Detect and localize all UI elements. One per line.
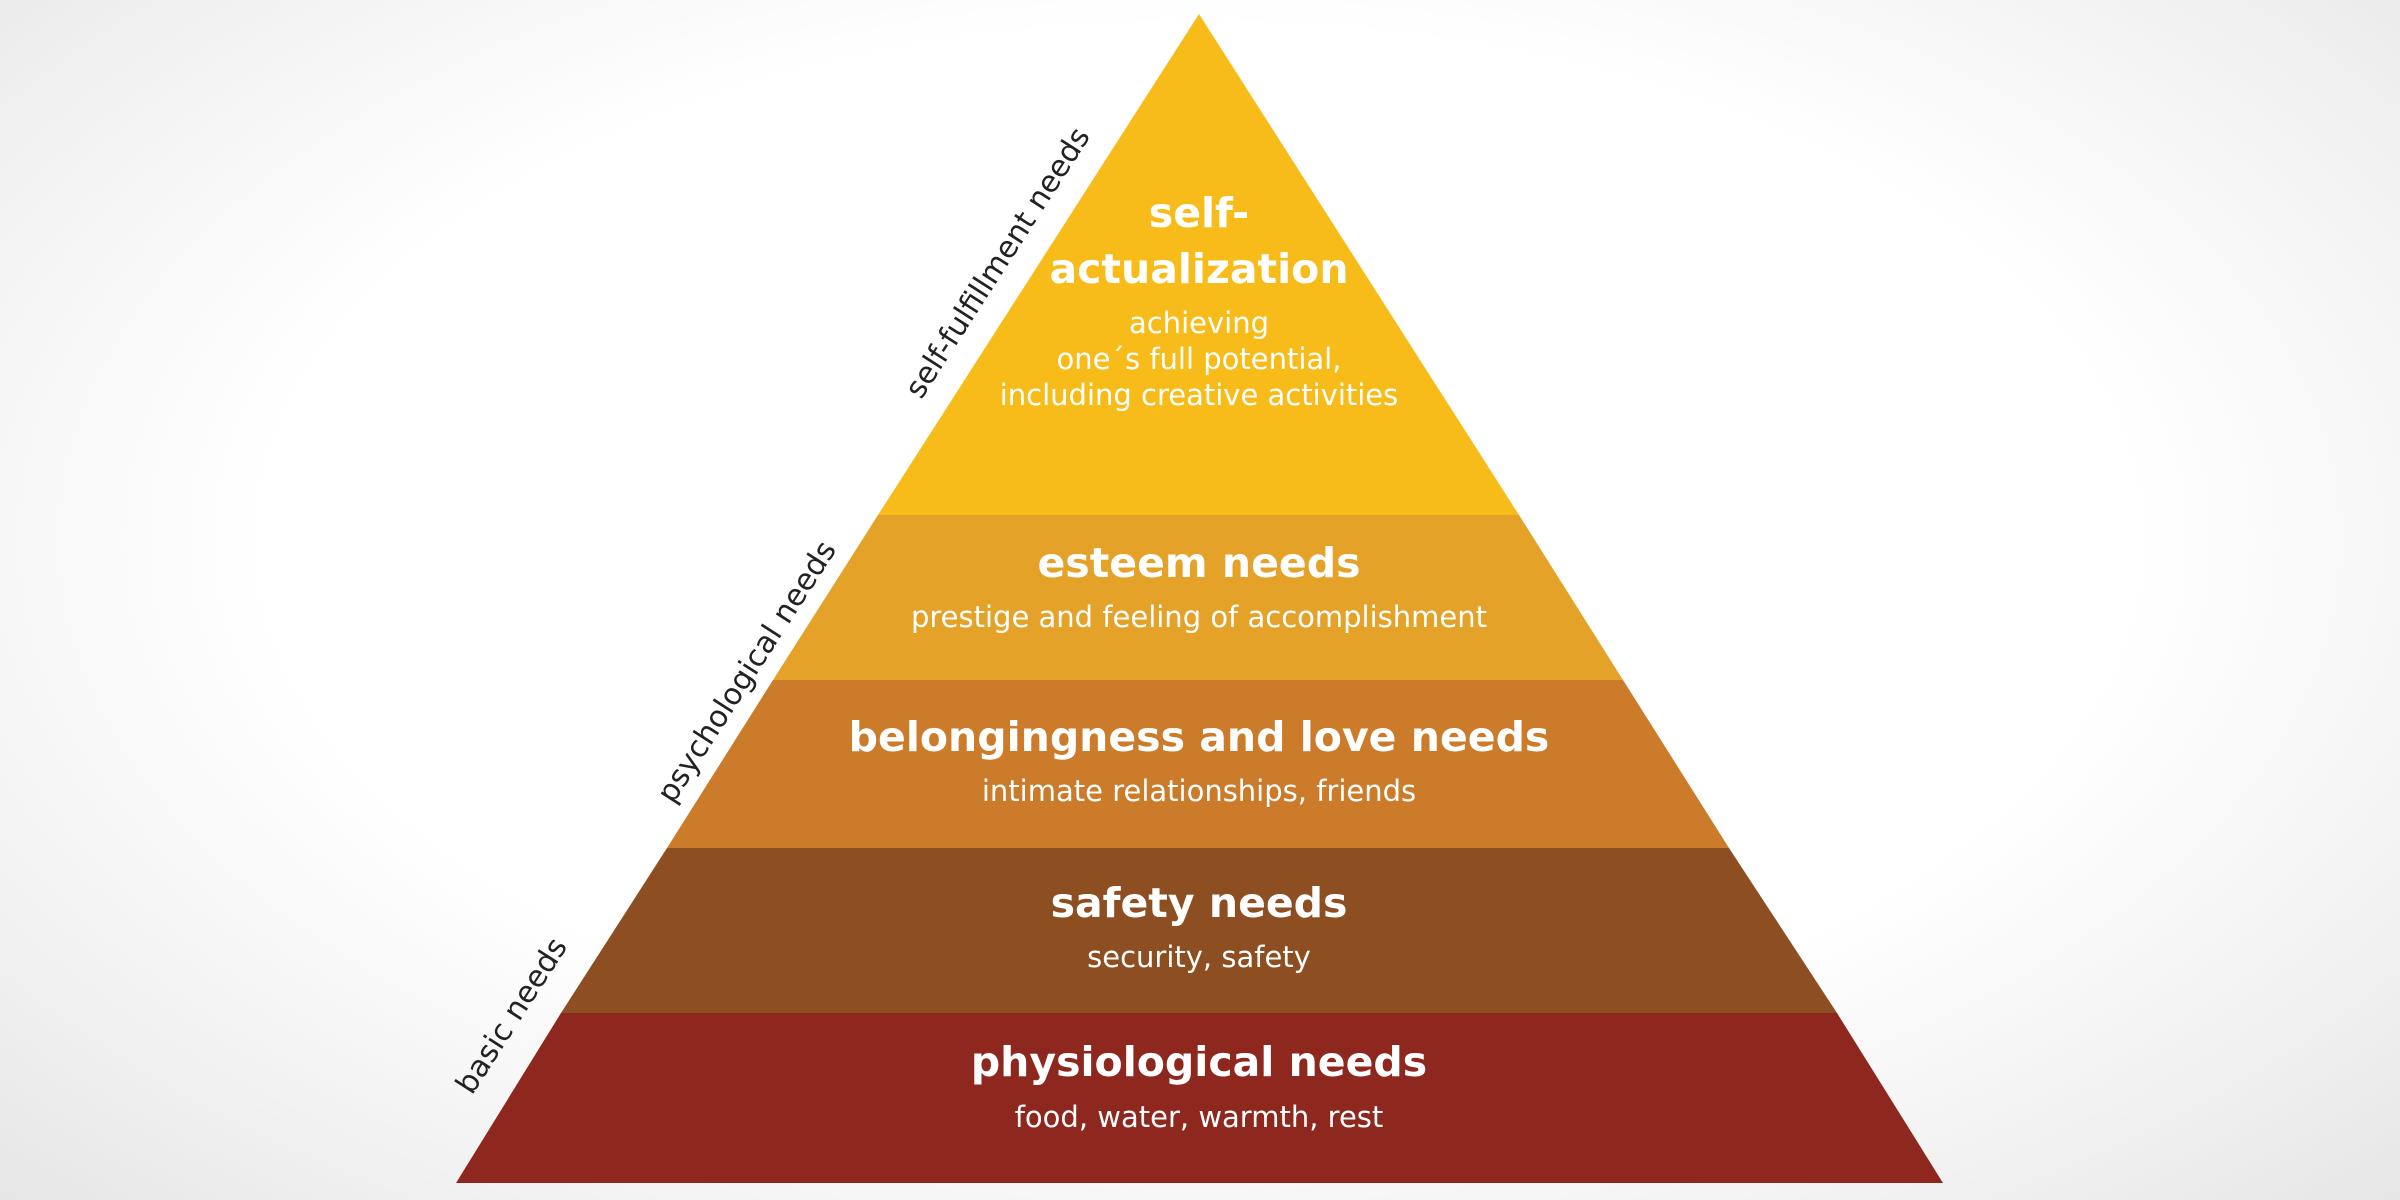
band-self-actualization	[878, 14, 1519, 515]
level-desc-belongingness: intimate relationships, friends	[982, 774, 1416, 808]
level-title-belongingness: belongingness and love needs	[849, 713, 1550, 761]
band-physiological	[456, 1013, 1943, 1183]
level-desc-self-actualization-3: including creative activities	[1000, 378, 1399, 412]
level-desc-self-actualization-2: one´s full potential,	[1057, 342, 1342, 376]
level-desc-physiological: food, water, warmth, rest	[1015, 1100, 1384, 1134]
level-desc-esteem: prestige and feeling of accomplishment	[911, 600, 1487, 634]
level-desc-self-actualization-1: achieving	[1129, 306, 1269, 340]
band-belongingness	[667, 680, 1729, 848]
level-title-esteem: esteem needs	[1038, 539, 1361, 587]
band-safety	[561, 848, 1837, 1013]
level-title-physiological: physiological needs	[971, 1038, 1427, 1086]
level-title-self-actualization: self-	[1149, 189, 1249, 237]
level-title-self-actualization-2: actualization	[1049, 245, 1348, 293]
level-desc-safety: security, safety	[1087, 940, 1311, 974]
level-title-safety: safety needs	[1051, 879, 1348, 927]
band-esteem	[773, 515, 1623, 680]
